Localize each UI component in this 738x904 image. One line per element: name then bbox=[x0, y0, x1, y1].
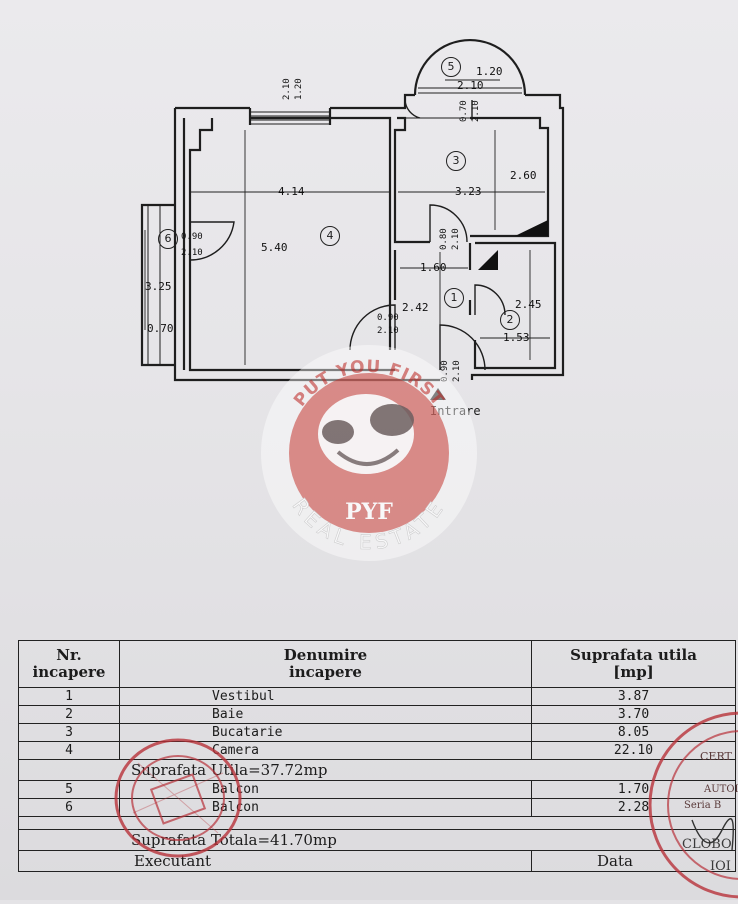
dim-room4-height: 5.40 bbox=[261, 241, 288, 254]
row-area: 22.10 bbox=[531, 741, 736, 760]
shaft-marker-kitchen bbox=[515, 220, 548, 236]
dim-top-window-b: 1.20 bbox=[294, 78, 304, 100]
header-name-line1: Denumire bbox=[283, 646, 368, 664]
room-5-marker: 5 bbox=[441, 57, 461, 77]
dim-balcony6-door-b: 2.10 bbox=[181, 248, 203, 258]
header-area: Suprafata utila [mp] bbox=[531, 640, 736, 688]
table-row: 1 Vestibul 3.87 bbox=[18, 687, 736, 706]
table-row: 5 Balcon 1.70 bbox=[18, 780, 736, 799]
dim-bath-width: 1.53 bbox=[503, 331, 530, 344]
footer-row: Executant Data bbox=[18, 850, 736, 872]
dim-room4-width: 4.14 bbox=[278, 185, 305, 198]
rooms-table: Nr. incapere Denumire incapere Suprafata… bbox=[18, 640, 736, 872]
table-row: 2 Baie 3.70 bbox=[18, 705, 736, 724]
row-nr: 1 bbox=[18, 687, 120, 706]
row-area: 3.70 bbox=[531, 705, 736, 724]
stamp-line-3: Seria B bbox=[684, 800, 721, 811]
entry-arrow-icon bbox=[430, 388, 446, 400]
row-nr: 3 bbox=[18, 723, 120, 742]
dim-balcony5-width-2: 2.10 bbox=[457, 79, 484, 92]
watermark-center-text: PYF bbox=[345, 499, 393, 525]
row-nr: 2 bbox=[18, 705, 120, 724]
header-name: Denumire incapere bbox=[119, 640, 532, 688]
row-nr: 4 bbox=[18, 741, 120, 760]
dim-hall-door-a: 0.80 bbox=[439, 228, 449, 250]
shaft-marker-bath bbox=[478, 250, 498, 270]
dim-top-window-a: 2.10 bbox=[282, 78, 292, 100]
agency-watermark: PYF PUT YOU FIRST REAL ESTATE bbox=[258, 342, 480, 564]
dim-balcony6-door-a: 0.90 bbox=[181, 232, 203, 242]
handwritten-signature bbox=[691, 818, 734, 851]
header-nr-line1: Nr. bbox=[56, 646, 82, 664]
dim-kitchen-door-b: 2.10 bbox=[471, 100, 481, 122]
table-row: 4 Camera 22.10 bbox=[18, 741, 736, 760]
dim-kitchen-height: 2.60 bbox=[510, 169, 537, 182]
dim-bath-height: 2.45 bbox=[515, 298, 542, 311]
table-header-row: Nr. incapere Denumire incapere Suprafata… bbox=[18, 640, 736, 688]
row-area: 3.87 bbox=[531, 687, 736, 706]
floor-plan-drawing bbox=[140, 38, 565, 400]
room-2-marker: 2 bbox=[500, 310, 520, 330]
row-name: Vestibul bbox=[119, 687, 532, 706]
total-area: Suprafata Totala=41.70mp bbox=[18, 829, 736, 851]
footer-date: Data bbox=[531, 850, 736, 872]
header-nr: Nr. incapere bbox=[18, 640, 120, 688]
entrance-label: Intrare bbox=[430, 404, 481, 418]
row-nr: 6 bbox=[18, 798, 120, 817]
stamp-line-2: AUTOI bbox=[703, 784, 738, 795]
stamp-line-5: IOI bbox=[710, 859, 731, 874]
dim-hall-width: 1.60 bbox=[420, 261, 447, 274]
footer-executant: Executant bbox=[18, 850, 532, 872]
dim-balcony6-height: 3.25 bbox=[145, 280, 172, 293]
header-nr-line2: incapere bbox=[32, 663, 106, 681]
room-1-marker: 1 bbox=[444, 288, 464, 308]
room-4-marker: 4 bbox=[320, 226, 340, 246]
floor-plan: 1 2 3 4 5 6 2.10 1.20 1.20 2.10 0.70 2.1… bbox=[140, 38, 565, 418]
stamp-line-4: CLOBO bbox=[682, 837, 732, 852]
right-official-stamp: CERT AUTOI Seria B CLOBO IOI bbox=[632, 710, 738, 904]
header-name-line2: incapere bbox=[289, 663, 362, 681]
row-name: Camera bbox=[119, 741, 532, 760]
dim-room4-door-b: 2.10 bbox=[377, 326, 399, 336]
row-name: Baie bbox=[119, 705, 532, 724]
header-area-line1: Suprafata utila bbox=[570, 646, 697, 664]
left-official-stamp bbox=[108, 733, 248, 867]
dim-balcony5-width-1: 1.20 bbox=[476, 65, 503, 78]
row-name: Bucatarie bbox=[119, 723, 532, 742]
dim-room4-door-a: 0.90 bbox=[377, 313, 399, 323]
room-3-marker: 3 bbox=[446, 151, 466, 171]
dim-balcony6-width: 0.70 bbox=[147, 322, 174, 335]
header-area-line2: [mp] bbox=[613, 663, 654, 681]
dim-hall-height: 2.42 bbox=[402, 301, 429, 314]
table-row: 3 Bucatarie 8.05 bbox=[18, 723, 736, 742]
stamp-line-1: CERT bbox=[700, 750, 733, 763]
dim-hall-door-b: 2.10 bbox=[451, 228, 461, 250]
room-6-marker: 6 bbox=[158, 229, 178, 249]
row-nr: 5 bbox=[18, 780, 120, 799]
dim-kitchen-width: 3.23 bbox=[455, 185, 482, 198]
total-area-summary-row: Suprafata Totala=41.70mp bbox=[18, 829, 736, 851]
dim-kitchen-door-a: 0.70 bbox=[459, 100, 469, 122]
